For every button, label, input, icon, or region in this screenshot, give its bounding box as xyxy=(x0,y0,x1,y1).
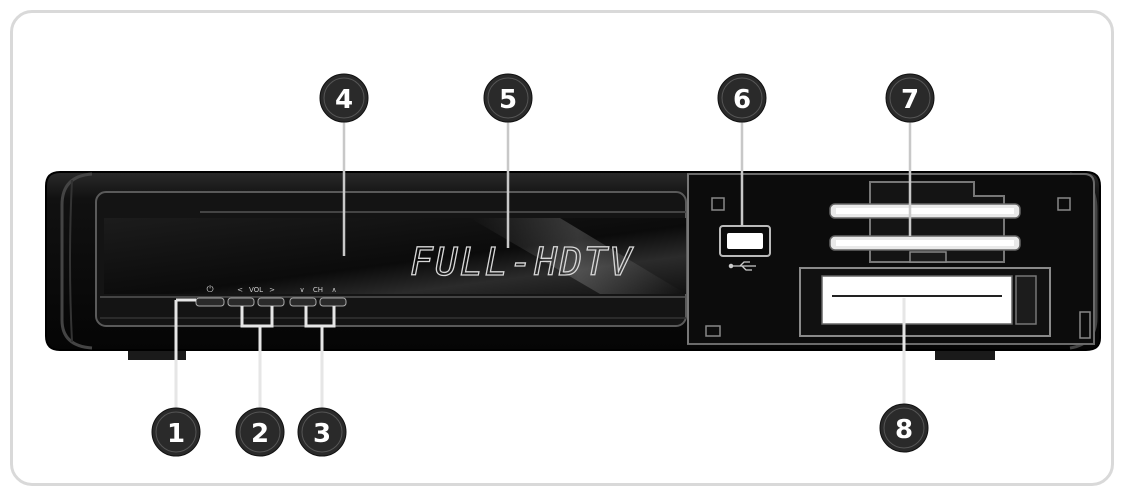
ch-down-button[interactable] xyxy=(289,297,317,307)
callout-number-2: 2 xyxy=(251,419,269,449)
vol-up-button[interactable] xyxy=(257,297,285,307)
power-symbol: ⏻ xyxy=(206,284,213,295)
callout-number-8: 8 xyxy=(895,415,913,445)
ch-label: CH xyxy=(313,286,323,294)
vol-bracket xyxy=(240,306,274,328)
callout-number-1: 1 xyxy=(167,419,185,449)
display-text: FULL-HDTV xyxy=(410,240,634,284)
door-hinge-right xyxy=(1057,197,1071,211)
callout-badge-7: 7 xyxy=(885,73,935,123)
callout-number-4: 4 xyxy=(335,85,353,115)
callout-badge-8: 8 xyxy=(879,403,929,453)
callout-badge-3: 3 xyxy=(297,407,347,457)
callout-badge-6: 6 xyxy=(717,73,767,123)
ch-up-button[interactable] xyxy=(319,297,347,307)
callout-badge-2: 2 xyxy=(235,407,285,457)
callout-badge-5: 5 xyxy=(483,73,533,123)
ch-up-label: ∧ xyxy=(331,286,336,294)
ch-down-label: ∨ xyxy=(299,286,304,294)
vol-label: VOL xyxy=(249,286,263,294)
callout-badge-1: 1 xyxy=(151,407,201,457)
callout-number-7: 7 xyxy=(901,85,919,115)
left-end-cap xyxy=(60,172,93,350)
vol-down-button[interactable] xyxy=(227,297,255,307)
door-hinge-left xyxy=(711,197,725,211)
power-button[interactable] xyxy=(195,297,225,307)
callout-badge-4: 4 xyxy=(319,73,369,123)
vol-right-label: > xyxy=(269,286,275,294)
smart-card-reader-slot[interactable] xyxy=(821,275,1013,325)
callout-number-3: 3 xyxy=(313,419,331,449)
vol-left-label: < xyxy=(237,286,243,294)
callout-number-6: 6 xyxy=(733,85,751,115)
ch-bracket xyxy=(304,306,336,328)
usb-icon xyxy=(728,261,756,271)
callout-number-5: 5 xyxy=(499,85,517,115)
